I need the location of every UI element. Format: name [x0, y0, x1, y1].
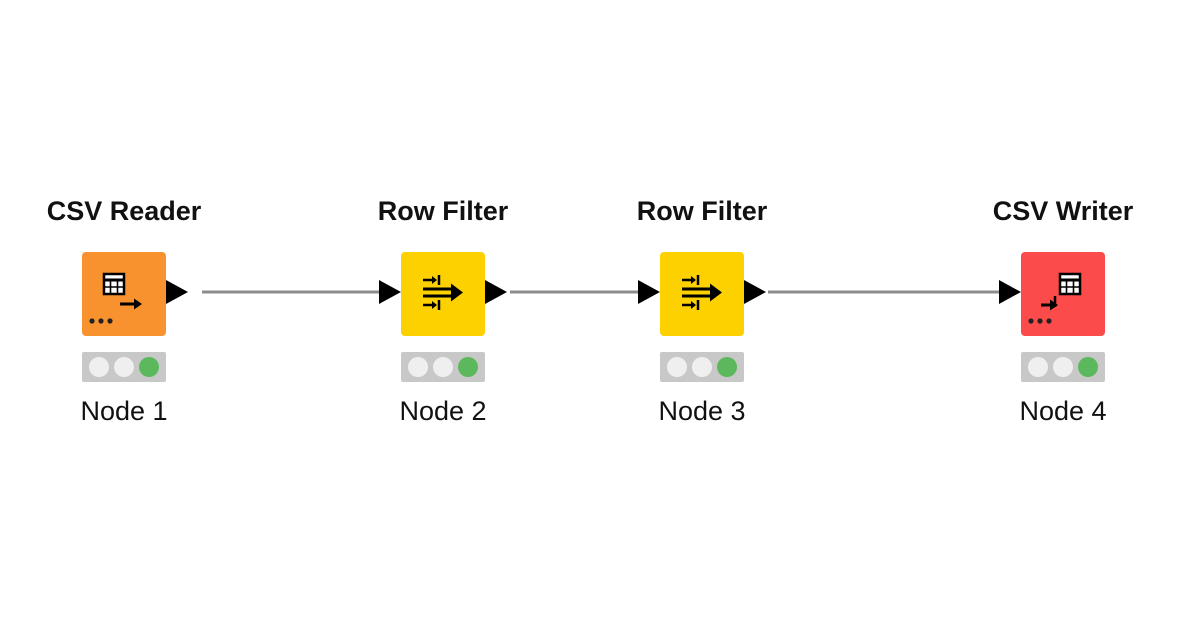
status-light-configured: [692, 357, 712, 377]
node-title: CSV Reader: [46, 196, 202, 226]
status-traffic-light: [660, 352, 744, 382]
node-body[interactable]: [660, 252, 744, 336]
node-csv-writer[interactable]: CSV Writer Node 4: [973, 196, 1153, 436]
status-traffic-light: [1021, 352, 1105, 382]
input-port[interactable]: [638, 280, 660, 304]
status-light-executed: [458, 357, 478, 377]
node-label[interactable]: Node 3: [658, 396, 746, 426]
node-title: CSV Writer: [992, 196, 1134, 226]
node-body[interactable]: [401, 252, 485, 336]
row-filter-icon: [423, 275, 463, 310]
input-port[interactable]: [999, 280, 1021, 304]
node-label[interactable]: Node 2: [399, 396, 487, 426]
node-label[interactable]: Node 4: [1019, 396, 1107, 426]
row-filter-icon: [682, 275, 722, 310]
status-light-configured: [114, 357, 134, 377]
status-traffic-light: [82, 352, 166, 382]
input-port[interactable]: [379, 280, 401, 304]
node-row-filter-2[interactable]: Row Filter Node 3: [612, 196, 792, 436]
node-row-filter-1[interactable]: Row Filter Node 2: [353, 196, 533, 436]
node-title: Row Filter: [636, 196, 768, 226]
node-csv-reader[interactable]: CSV Reader Node 1: [34, 196, 214, 436]
status-light-idle: [667, 357, 687, 377]
output-port[interactable]: [166, 280, 188, 304]
status-traffic-light: [401, 352, 485, 382]
node-label[interactable]: Node 1: [80, 396, 168, 426]
status-light-idle: [89, 357, 109, 377]
status-light-idle: [1028, 357, 1048, 377]
status-light-configured: [1053, 357, 1073, 377]
status-light-configured: [433, 357, 453, 377]
output-port[interactable]: [485, 280, 507, 304]
status-light-executed: [717, 357, 737, 377]
table-export-icon: [89, 272, 142, 324]
node-title: Row Filter: [377, 196, 509, 226]
table-import-icon: [1028, 272, 1082, 324]
status-light-executed: [139, 357, 159, 377]
status-light-idle: [408, 357, 428, 377]
node-body[interactable]: [82, 252, 166, 336]
status-light-executed: [1078, 357, 1098, 377]
node-body[interactable]: [1021, 252, 1105, 336]
output-port[interactable]: [744, 280, 766, 304]
